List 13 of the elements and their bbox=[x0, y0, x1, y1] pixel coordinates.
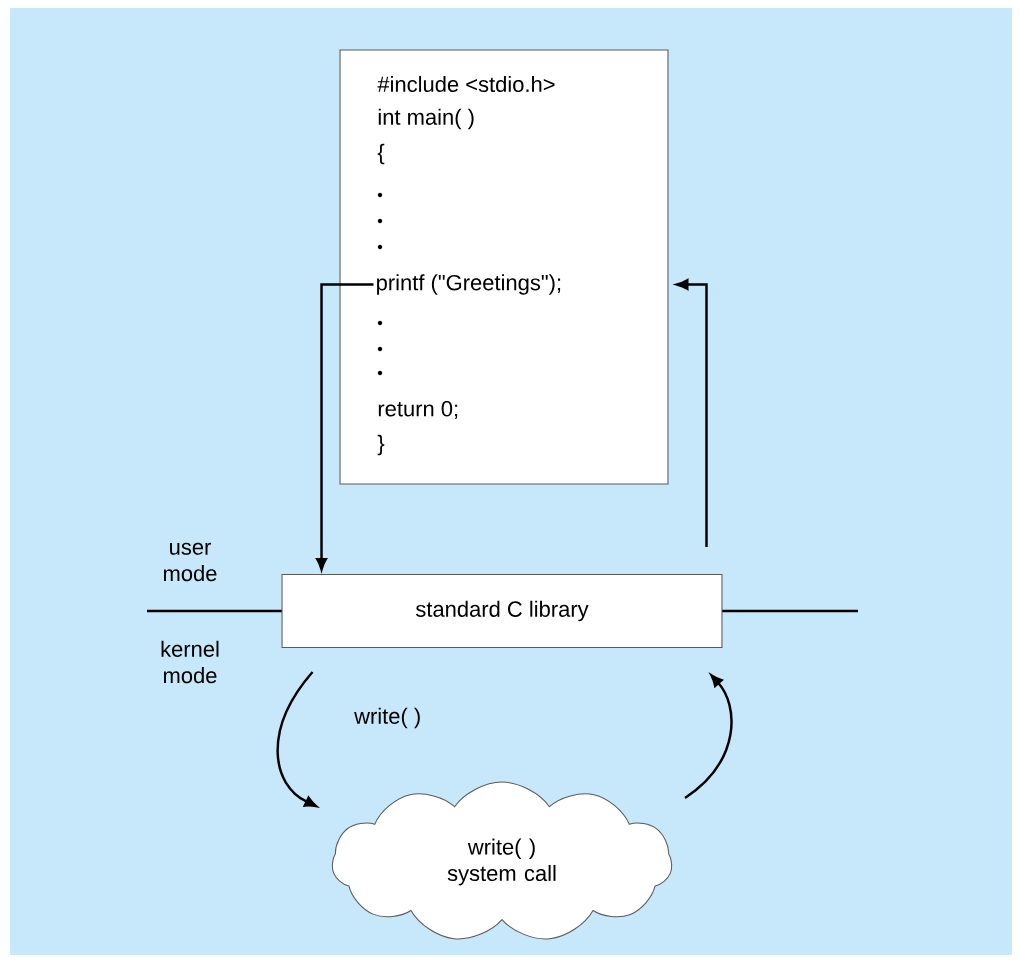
arrow bbox=[276, 671, 317, 808]
system-call-cloud: write( ) system call bbox=[331, 781, 673, 940]
mode-label: user mode bbox=[164, 542, 217, 582]
code-line: return 0; bbox=[378, 400, 458, 420]
code-line: printf ("Greetings"); bbox=[377, 274, 561, 295]
arrow bbox=[684, 674, 733, 799]
edge-label: write( ) bbox=[352, 706, 423, 730]
code-line: #include <stdio.h> bbox=[377, 75, 555, 93]
code-line: int main( ) bbox=[378, 108, 474, 130]
code-line: { bbox=[377, 143, 385, 165]
code-line: } bbox=[377, 434, 385, 456]
mode-label: kernel mode bbox=[161, 640, 219, 684]
library-box: standard C library bbox=[281, 574, 723, 649]
